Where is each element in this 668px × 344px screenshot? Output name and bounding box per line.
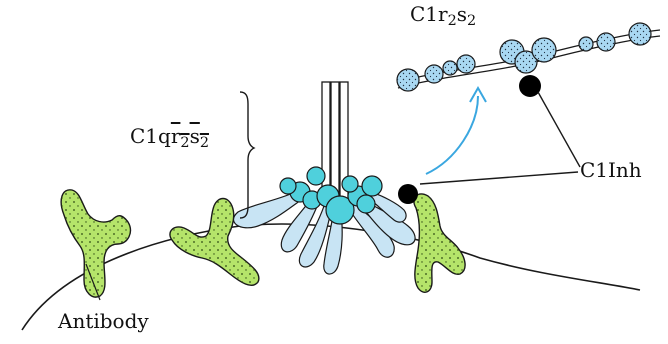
c1q-base-text: C1q (130, 124, 171, 148)
antibody-label: Antibody (58, 309, 149, 333)
release-arrow (426, 96, 478, 174)
c1q-overline-part: r2s2 (171, 124, 209, 148)
c1inh-released-blob (519, 75, 541, 97)
c1qr2s2-label: C1qr2s2 (130, 124, 209, 151)
c1q-bracket (240, 92, 254, 218)
c1inh-pointer-upper (538, 92, 580, 167)
c1inh-bound-blob (398, 184, 418, 204)
c1q-s-sub: 2 (200, 135, 209, 151)
antibody-right (414, 194, 465, 292)
c1r-s-sub: 2 (467, 13, 476, 29)
c1inh-label: C1Inh (580, 158, 642, 182)
c1inh-pointer-lower (420, 172, 578, 184)
c1q-r-sub: 2 (180, 135, 189, 151)
c1r2s2-label: C1r2s2 (410, 2, 476, 29)
c1q-s-text: s (190, 124, 200, 148)
c1r-base-text: C1r (410, 2, 448, 26)
c1r-r-sub: 2 (448, 13, 457, 29)
c1r-s-text: s (457, 2, 467, 26)
c1q-r-text: r (171, 124, 181, 148)
